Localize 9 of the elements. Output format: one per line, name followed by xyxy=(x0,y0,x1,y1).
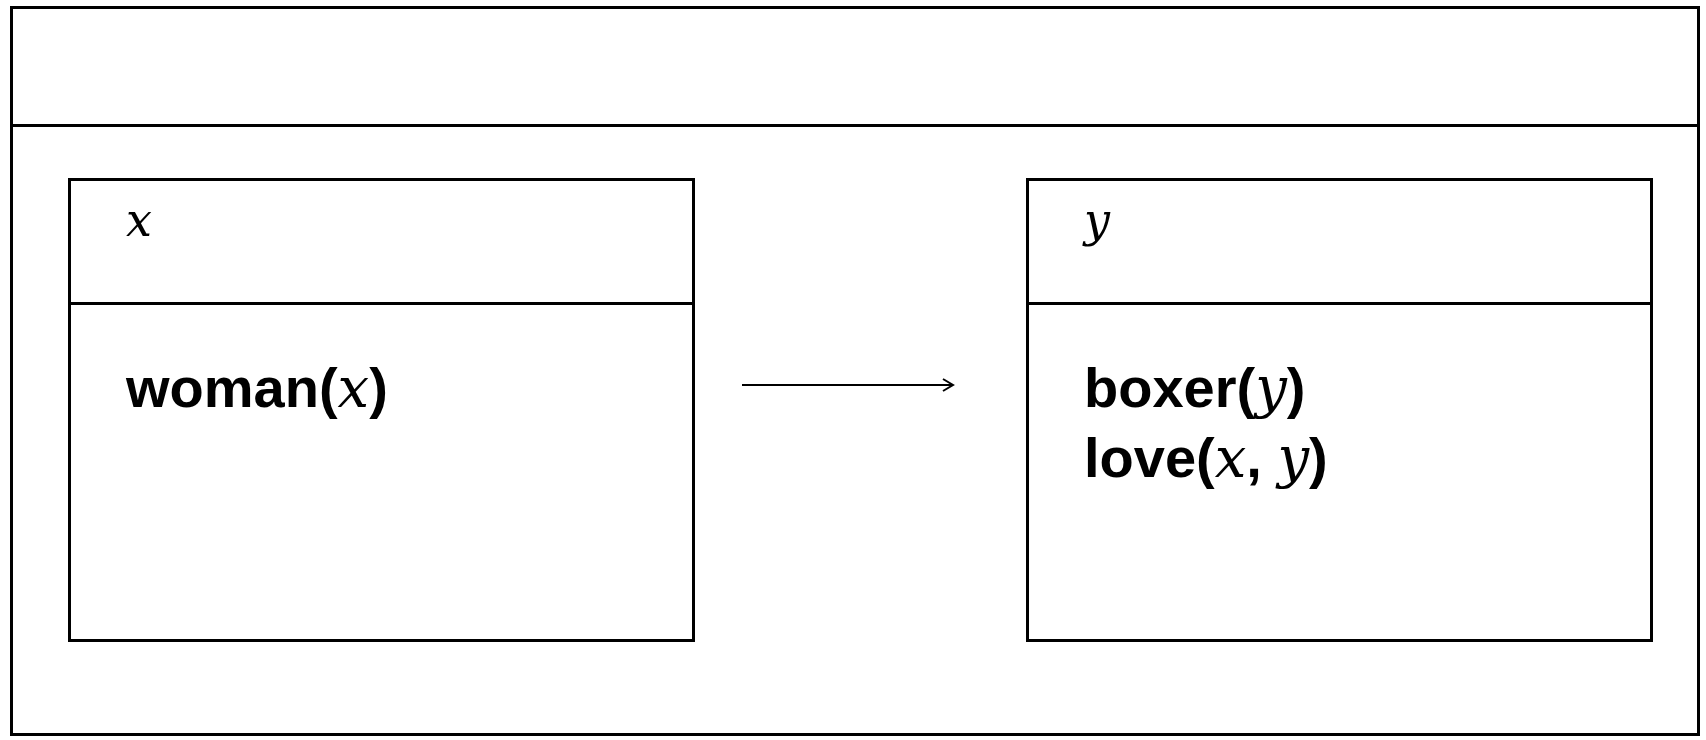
condition-text: woman(x) xyxy=(126,355,388,420)
condition-text: boxer(y) xyxy=(1084,355,1306,420)
variable-text: x xyxy=(126,193,152,247)
arrow xyxy=(741,378,954,392)
condition-text: love(x, y) xyxy=(1084,425,1328,490)
drs-box xyxy=(1026,178,1653,642)
outer-box xyxy=(10,6,1700,736)
variable-text: y xyxy=(1084,193,1110,247)
drs-box xyxy=(68,178,695,642)
